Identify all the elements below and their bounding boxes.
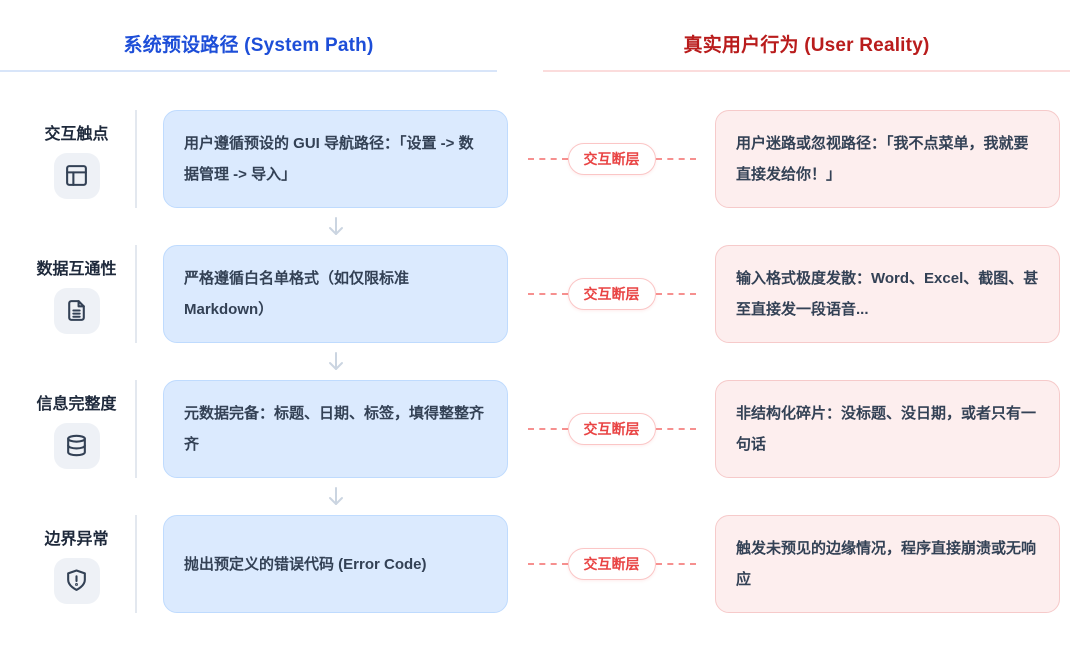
gap-connector: 交互断层 — [508, 110, 715, 208]
flow-arrow-row — [0, 208, 1080, 245]
system-path-box: 用户遵循预设的 GUI 导航路径：「设置 -> 数据管理 -> 导入」 — [163, 110, 508, 208]
user-reality-text: 用户迷路或忽视路径：「我不点菜单，我就要直接发给你！」 — [736, 135, 1029, 183]
dash-line-right — [655, 563, 696, 565]
gap-connector: 交互断层 — [508, 515, 715, 613]
row-label: 边界异常 — [44, 530, 109, 548]
row-information-completeness: 信息完整度 元数据完备：标题、日期、标签，填得整整齐齐 交互断层 非结构化碎片：… — [0, 380, 1080, 478]
user-reality-box: 非结构化碎片：没标题、没日期，或者只有一句话 — [715, 380, 1060, 478]
dash-line-left — [527, 563, 568, 565]
interaction-gap-badge: 交互断层 — [567, 548, 656, 580]
user-reality-box: 用户迷路或忽视路径：「我不点菜单，我就要直接发给你！」 — [715, 110, 1060, 208]
user-reality-text: 输入格式极度发散：Word、Excel、截图、甚至直接发一段语音... — [736, 270, 1039, 318]
gap-connector: 交互断层 — [508, 380, 715, 478]
row-label: 信息完整度 — [36, 395, 117, 413]
system-path-box: 抛出预定义的错误代码 (Error Code) — [163, 515, 508, 613]
dash-line-right — [655, 293, 696, 295]
system-path-column-title: 系统预设路径 (System Path) — [0, 30, 497, 72]
header: 系统预设路径 (System Path) 真实用户行为 (User Realit… — [0, 0, 1080, 72]
dash-line-left — [527, 428, 568, 430]
user-reality-text: 触发未预见的边缘情况，程序直接崩溃或无响应 — [736, 540, 1037, 588]
row-label-cell: 信息完整度 — [0, 380, 137, 478]
down-arrow-icon — [163, 216, 508, 238]
dash-line-right — [655, 428, 696, 430]
comparison-rows: 交互触点 用户遵循预设的 GUI 导航路径：「设置 -> 数据管理 -> 导入」… — [0, 110, 1080, 613]
dash-line-left — [527, 158, 568, 160]
dash-line-left — [527, 293, 568, 295]
dash-line-right — [655, 158, 696, 160]
system-path-text: 元数据完备：标题、日期、标签，填得整整齐齐 — [184, 405, 485, 453]
down-arrow-icon — [163, 351, 508, 373]
down-arrow-icon — [163, 486, 508, 508]
flow-arrow-row — [0, 343, 1080, 380]
system-path-text: 用户遵循预设的 GUI 导航路径：「设置 -> 数据管理 -> 导入」 — [184, 135, 474, 183]
row-label-cell: 数据互通性 — [0, 245, 137, 343]
row-interaction-touchpoint: 交互触点 用户遵循预设的 GUI 导航路径：「设置 -> 数据管理 -> 导入」… — [0, 110, 1080, 208]
layout-icon — [53, 152, 100, 199]
user-reality-column-title: 真实用户行为 (User Reality) — [543, 30, 1070, 72]
shield-alert-icon — [53, 557, 100, 604]
user-reality-box: 输入格式极度发散：Word、Excel、截图、甚至直接发一段语音... — [715, 245, 1060, 343]
row-label-cell: 边界异常 — [0, 515, 137, 613]
system-path-box: 严格遵循白名单格式（如仅限标准 Markdown） — [163, 245, 508, 343]
row-boundary-exception: 边界异常 抛出预定义的错误代码 (Error Code) 交互断层 触发未预见的… — [0, 515, 1080, 613]
row-label-cell: 交互触点 — [0, 110, 137, 208]
user-reality-text: 非结构化碎片：没标题、没日期，或者只有一句话 — [736, 405, 1037, 453]
flow-arrow-row — [0, 478, 1080, 515]
interaction-gap-badge: 交互断层 — [567, 143, 656, 175]
system-path-text: 严格遵循白名单格式（如仅限标准 Markdown） — [184, 270, 410, 318]
system-path-box: 元数据完备：标题、日期、标签，填得整整齐齐 — [163, 380, 508, 478]
user-reality-box: 触发未预见的边缘情况，程序直接崩溃或无响应 — [715, 515, 1060, 613]
interaction-gap-badge: 交互断层 — [567, 278, 656, 310]
gap-connector: 交互断层 — [508, 245, 715, 343]
row-data-interoperability: 数据互通性 严格遵循白名单格式（如仅限标准 Markdown） 交互断层 输入格… — [0, 245, 1080, 343]
row-label: 数据互通性 — [36, 260, 117, 278]
system-path-text: 抛出预定义的错误代码 (Error Code) — [184, 555, 427, 573]
file-text-icon — [53, 287, 100, 334]
row-label: 交互触点 — [44, 125, 109, 143]
database-icon — [53, 422, 100, 469]
interaction-gap-badge: 交互断层 — [567, 413, 656, 445]
